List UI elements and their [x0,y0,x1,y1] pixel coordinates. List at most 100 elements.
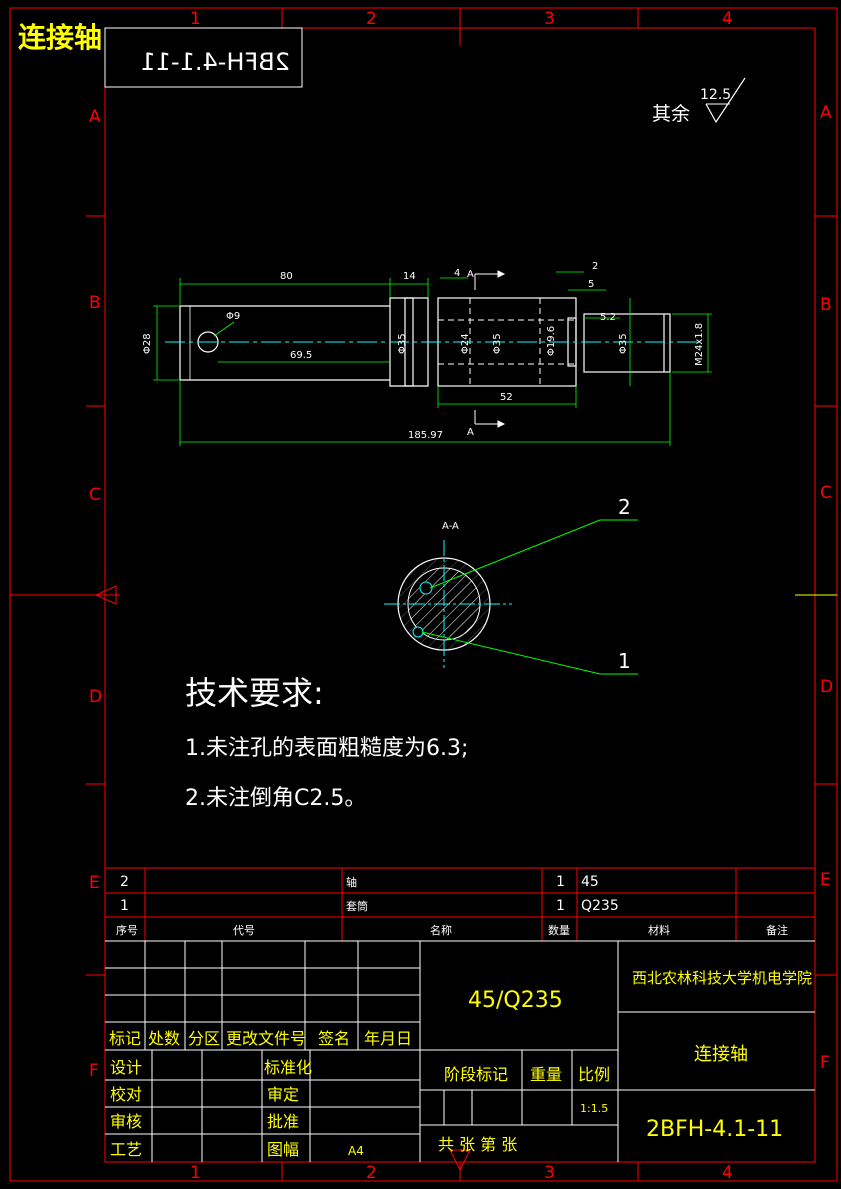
tb-rev-h1: 标记 [109,1029,141,1048]
dimension-lines [153,271,712,446]
bom-header-material: 材料 [648,923,670,937]
zone-col-4-top: 4 [722,9,733,29]
bom-header-seq: 序号 [116,923,138,937]
bom-row2-qty: 1 [556,898,565,914]
dim-phi28: Φ28 [142,333,153,354]
tech-requirements-title: 技术要求: [185,674,324,712]
bom-header-qty: 数量 [548,924,570,937]
sheet-frame [9,7,838,1182]
dim-phi35-b: Φ35 [492,333,503,354]
tech-requirement-2: 2.未注倒角C2.5。 [185,786,367,811]
zone-row-d-left: D [89,687,102,707]
tb-material: 45/Q235 [468,988,563,1013]
tb-role-approve2: 批准 [267,1112,299,1131]
zone-row-e-left: E [89,873,100,893]
tb-sheets: 共 张 第 张 [438,1135,517,1154]
zone-labels: 1 2 3 4 1 2 3 4 A B C D E F A B C D E F [89,9,833,1183]
mirrored-code-box: 2BFH-4.1-11 [104,27,303,88]
dim-2: 2 [592,261,598,272]
section-cut-marks [474,270,506,428]
dim-80: 80 [280,271,293,282]
zone-col-1-top: 1 [190,9,201,29]
bom-row1-material: 45 [581,874,599,890]
tb-rev-h2: 处数 [148,1029,180,1048]
zone-row-a-left: A [89,107,101,127]
tb-school: 西北农林科技大学机电学院 [632,969,812,987]
zone-row-d-right: D [820,677,833,697]
dim-185-97: 185.97 [408,430,443,441]
dim-phi35-c: Φ35 [618,333,629,354]
roughness-value: 12.5 [700,87,731,103]
bom-row2-name: 套筒 [346,899,368,913]
tb-scale-value: 1:1.5 [580,1102,608,1115]
zone-col-3-bottom: 3 [544,1163,555,1183]
tb-sheet-size: A4 [348,1144,364,1158]
leader-label-2: 2 [618,495,631,519]
bom-texts: 2 轴 1 45 1 套筒 1 Q235 序号 代号 名称 数量 材料 备注 [116,874,788,937]
dim-phi9: Φ9 [226,311,240,322]
dim-m24: M24x1.8 [694,323,705,366]
leader-label-1: 1 [618,649,631,673]
bom-row1-name: 轴 [346,875,357,889]
roughness-label: 其余 [652,103,690,125]
title-block [105,940,815,1162]
section-mark-bottom: A [467,427,474,438]
tb-role-review: 审核 [110,1112,142,1131]
tb-drawing-no: 2BFH-4.1-11 [646,1117,783,1142]
tb-role-size: 图幅 [267,1140,299,1159]
section-mark-top: A [467,269,474,280]
title-block-texts: 45/Q235 西北农林科技大学机电学院 连接轴 2BFH-4.1-11 标记 … [109,969,812,1159]
dim-phi35-a: Φ35 [397,333,408,354]
zone-row-f-left: F [89,1061,99,1081]
dim-4: 4 [454,268,460,279]
bom-table [105,867,815,942]
bom-row1-qty: 1 [556,874,565,890]
zone-row-b-right: B [820,295,832,315]
tb-rev-h4: 更改文件号 [226,1029,306,1048]
dim-5: 5 [588,279,594,290]
tb-weight-label: 重量 [530,1065,562,1084]
zone-col-4-bottom: 4 [722,1163,733,1183]
tb-role-check: 校对 [110,1085,142,1104]
tb-role-standard: 标准化 [264,1058,312,1077]
dim-69-5: 69.5 [290,350,312,361]
bom-header-code: 代号 [233,924,255,937]
zone-row-f-right: F [820,1053,830,1073]
tb-rev-h6: 年月日 [364,1029,412,1048]
bom-header-name: 名称 [430,923,452,937]
dim-phi19-6: Φ19.6 [546,326,557,356]
tb-role-design: 设计 [110,1058,142,1077]
zone-col-3-top: 3 [544,9,555,29]
bom-row2-seq: 1 [120,898,129,914]
dim-phi24: Φ24 [460,333,471,354]
mirrored-drawing-code: 2BFH-4.1-11 [140,48,290,76]
bom-row2-material: Q235 [581,898,619,914]
zone-row-c-right: C [820,483,832,503]
drawing-title-label: 连接轴 [18,21,103,54]
bom-header-note: 备注 [766,923,788,937]
section-a-a-view: A-A 2 1 [384,495,638,675]
tb-scale-label: 比例 [578,1065,610,1084]
dim-52: 52 [500,392,513,403]
dimension-texts: 80 14 4 2 5 5.2 Φ28 Φ9 69.5 Φ35 Φ24 Φ35 … [142,261,705,441]
zone-col-2-bottom: 2 [366,1163,377,1183]
dim-14: 14 [403,271,416,282]
zone-row-b-left: B [89,293,101,313]
roughness-symbol: 其余 12.5 [652,77,746,125]
tb-role-process: 工艺 [110,1140,142,1159]
tb-part-name: 连接轴 [694,1044,748,1065]
bom-row1-seq: 2 [120,874,129,890]
zone-col-1-bottom: 1 [190,1163,201,1183]
tech-requirement-1: 1.未注孔的表面粗糙度为6.3; [185,736,469,761]
section-label: A-A [442,521,459,532]
tb-role-approve1: 审定 [267,1085,299,1104]
dim-5-2: 5.2 [600,312,616,323]
tb-rev-h3: 分区 [188,1029,220,1048]
zone-row-e-right: E [820,870,831,890]
zone-row-a-right: A [820,103,832,123]
tb-rev-h5: 签名 [318,1029,350,1048]
zone-row-c-left: C [89,485,101,505]
zone-col-2-top: 2 [366,9,377,29]
tb-stage-label: 阶段标记 [444,1065,508,1084]
